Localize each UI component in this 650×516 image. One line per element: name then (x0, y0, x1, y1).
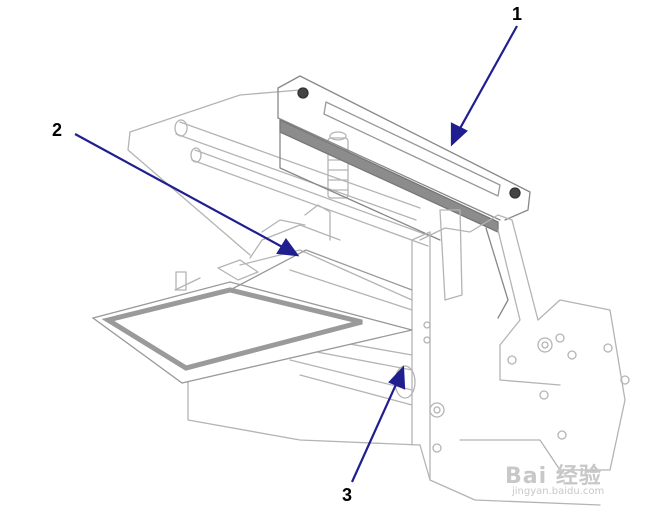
rear-rod (174, 119, 431, 247)
watermark-logo-text: Bai 经验 (505, 464, 602, 489)
watermark-url: jingyan.baidu.com (512, 486, 605, 497)
leader-line-2 (74, 133, 300, 257)
printhead-assembly (277, 75, 531, 241)
callout-number-2: 2 (52, 120, 63, 140)
frame-post (411, 231, 431, 481)
callout-number-1: 1 (512, 4, 523, 24)
media-guide (174, 204, 413, 311)
media-sheet (91, 249, 413, 384)
callout-number-3: 3 (342, 485, 353, 505)
right-side-plate (419, 209, 630, 471)
leader-lines (74, 25, 518, 483)
leader-line-1 (450, 25, 518, 147)
leader-line-3 (350, 365, 406, 483)
